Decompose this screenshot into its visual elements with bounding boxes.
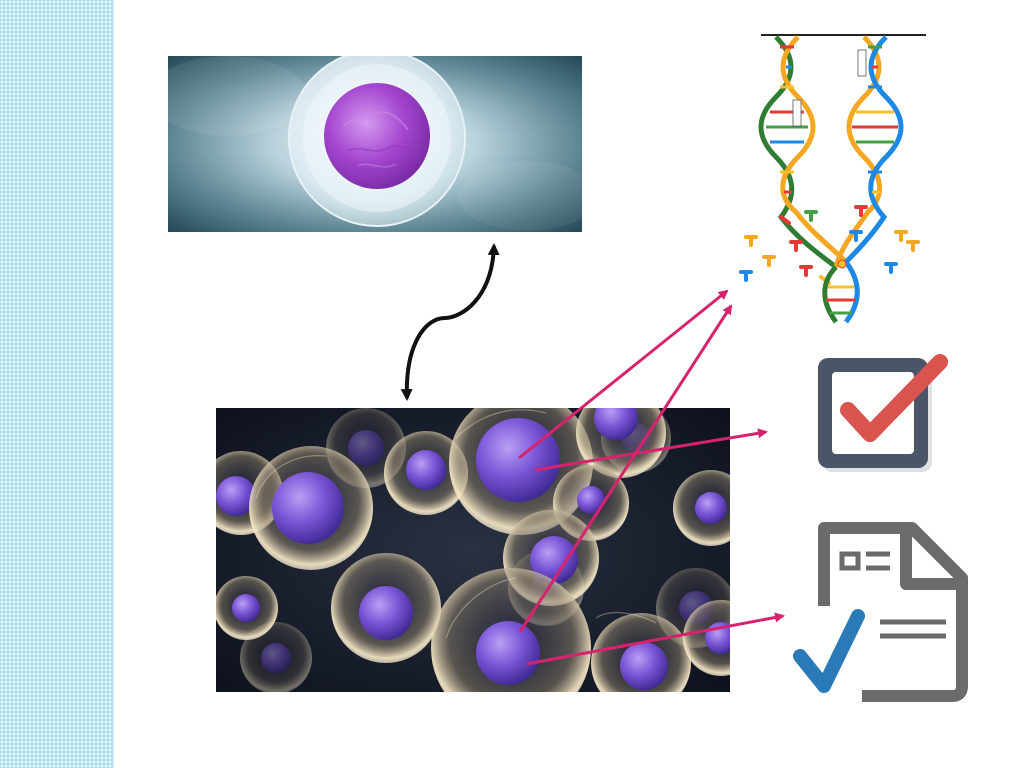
cells-cluster-image: [216, 408, 730, 692]
checkbox-icon: [812, 344, 952, 480]
dna-replication-image: [736, 32, 936, 328]
decorative-sidebar: [0, 0, 114, 768]
document-check-icon: [790, 518, 972, 704]
double-arrow: [400, 243, 500, 401]
egg-cell-image: [168, 56, 582, 232]
